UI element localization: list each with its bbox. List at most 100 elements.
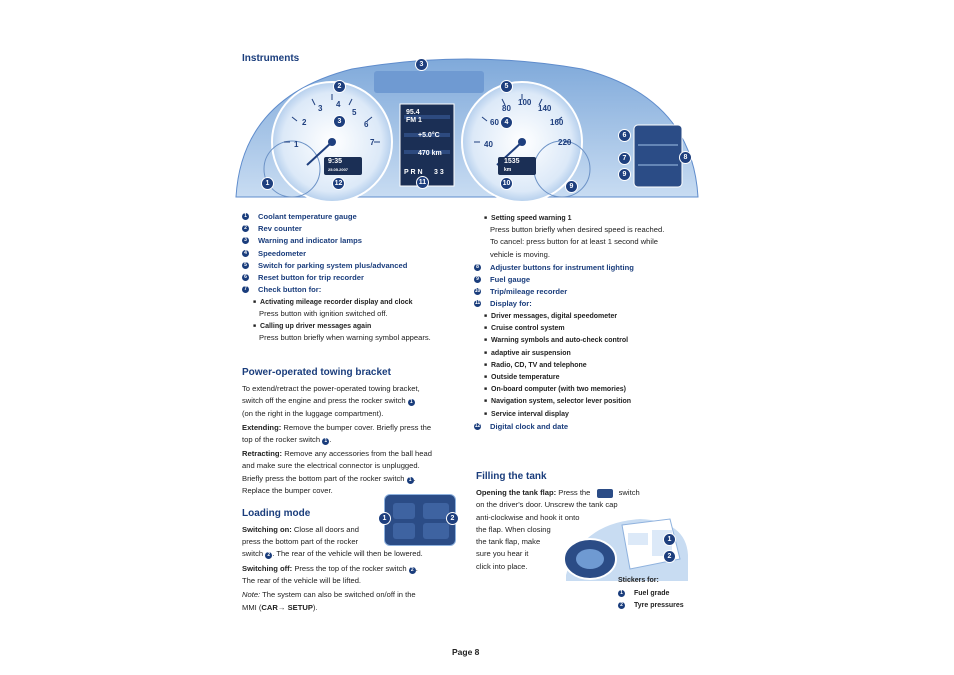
ref-1-icon: 1 [406, 476, 414, 484]
callout-6: 7 [618, 152, 631, 165]
note-car: CAR [261, 603, 278, 612]
retracting-label: Retracting: [242, 449, 283, 458]
display-trip: 1535 km [504, 158, 520, 174]
legend-label: Check button for: [258, 284, 322, 294]
legend-label: Speedometer [258, 248, 307, 258]
svg-text:5: 5 [352, 108, 357, 117]
tank-text-7: click into place. [476, 562, 528, 571]
towing-text-3: (on the right in the luggage compartment… [242, 409, 384, 418]
legend-label: Adjuster buttons for instrument lighting [490, 262, 634, 272]
extending-line-1: Remove the bumper cover. Briefly press t… [283, 423, 432, 432]
callout-7: 8 [679, 151, 692, 164]
towing-text-2: switch off the engine and press the rock… [242, 396, 415, 406]
note-text: Note: The system can also be switched on… [242, 590, 416, 599]
display-outside-temp: +5.0°C [418, 132, 440, 139]
legend-number: 12 [474, 422, 481, 430]
legend-item-12: 12 Digital clock and date [474, 420, 568, 432]
setting-text-2: To cancel: press button for at least 1 s… [490, 237, 658, 246]
svg-text:60: 60 [490, 118, 499, 127]
ref-2-icon: 2 [265, 551, 273, 559]
switch-icon-up [393, 503, 415, 519]
ref-1-icon: 1 [407, 398, 415, 406]
extending-line-2: top of the rocker switch [242, 435, 321, 444]
display-temp: 95.4 FM 1 [406, 109, 422, 125]
tank-callout-2: 2 [663, 550, 676, 563]
legend-label: Digital clock and date [490, 421, 569, 431]
switch-icon-car [423, 503, 449, 519]
display-item: Radio, CD, TV and telephone [484, 359, 587, 371]
legend-item-8: 8 Adjuster buttons for instrument lightin… [474, 261, 634, 273]
sticker-label: Tyre pressures [634, 601, 684, 609]
note-label: Note: [242, 590, 261, 599]
retracting-text-4: Replace the bumper cover. [242, 486, 333, 495]
tank-text-6: sure you hear it [476, 549, 529, 558]
display-temp-value: 95.4 [406, 109, 420, 116]
tank-text-2: on the driver's door. Unscrew the tank c… [476, 500, 618, 509]
note-text-2: MMI (CAR→ SETUP). [242, 603, 318, 612]
sticker-number: 1 [618, 589, 625, 597]
callout-11: 11 [416, 176, 429, 189]
check-item-mileage: Activating mileage recorder display and … [253, 296, 413, 308]
legend-item-4: 4 Speedometer [242, 247, 306, 259]
loading-callout-1: 1 [378, 512, 391, 525]
legend-number: 4 [242, 249, 249, 257]
switch-on-text: Switching on: Close all doors and [242, 525, 359, 534]
setting-text-3: vehicle is moving. [490, 250, 550, 259]
switch-on-line-4: . The rear of the vehicle will then be l… [272, 549, 423, 558]
svg-text:3: 3 [318, 104, 323, 113]
towing-text-2-content: switch off the engine and press the rock… [242, 396, 406, 405]
ref-1-icon: 1 [322, 437, 330, 445]
switch-on-label: Switching on: [242, 525, 292, 534]
svg-text:6: 6 [364, 120, 369, 129]
legend-number: 8 [474, 263, 481, 271]
switch-on-text-3: switch 2. The rear of the vehicle will t… [242, 549, 423, 559]
fuel-flap-image [560, 515, 690, 583]
callout-3-right: 4 [500, 116, 513, 129]
trip-value: 1535 [504, 158, 520, 165]
tank-text-4: the flap. When closing [476, 525, 551, 534]
svg-text:160: 160 [550, 118, 564, 127]
extending-text-2: top of the rocker switch 1. [242, 435, 332, 445]
svg-text:2: 2 [302, 118, 307, 127]
retracting-text: Retracting: Remove any accessories from … [242, 449, 432, 458]
display-gear-position: 3 3 [434, 169, 444, 176]
tank-callout-1: 1 [663, 533, 676, 546]
svg-text:80: 80 [502, 104, 511, 113]
callout-12: 12 [332, 177, 345, 190]
legend-number: 11 [474, 299, 481, 307]
retracting-line-3: Briefly press the bottom part of the roc… [242, 474, 405, 483]
display-item: On-board computer (with two memories) [484, 383, 626, 395]
clock-value: 9:35 [328, 158, 343, 165]
towing-text-1: To extend/retract the power-operated tow… [242, 384, 420, 393]
trip-unit: km [504, 167, 512, 173]
tank-text-5: the tank flap, make [476, 537, 541, 546]
retracting-line-1: Remove any accessories from the ball hea… [284, 449, 432, 458]
legend-label: Reset button for trip recorder [258, 272, 364, 282]
callout-8: 9 [618, 168, 631, 181]
legend-number: 3 [242, 236, 249, 244]
switch-icon-car-low [423, 523, 449, 539]
legend-number: 10 [474, 287, 481, 295]
display-gear: P R N [404, 169, 423, 176]
legend-label: Coolant temperature gauge [258, 211, 357, 221]
stickers-title: Stickers for: [618, 577, 659, 584]
arrow-icon: → [277, 603, 286, 612]
switch-off-line-1: Press the top of the rocker switch [294, 564, 407, 573]
check-item-mileage-text: Press button with ignition switched off. [259, 309, 388, 318]
display-item: Driver messages, digital speedometer [484, 310, 617, 322]
callout-9: 9 [565, 180, 578, 193]
svg-text:7: 7 [370, 138, 375, 147]
legend-label: Switch for parking system plus/advanced [258, 260, 408, 270]
callout-10: 10 [500, 177, 513, 190]
sticker-label: Fuel grade [634, 589, 670, 597]
towing-heading: Power-operated towing bracket [242, 367, 391, 378]
switch-off-text-2: The rear of the vehicle will be lifted. [242, 576, 362, 585]
tank-flap-label: Opening the tank flap: [476, 488, 557, 497]
